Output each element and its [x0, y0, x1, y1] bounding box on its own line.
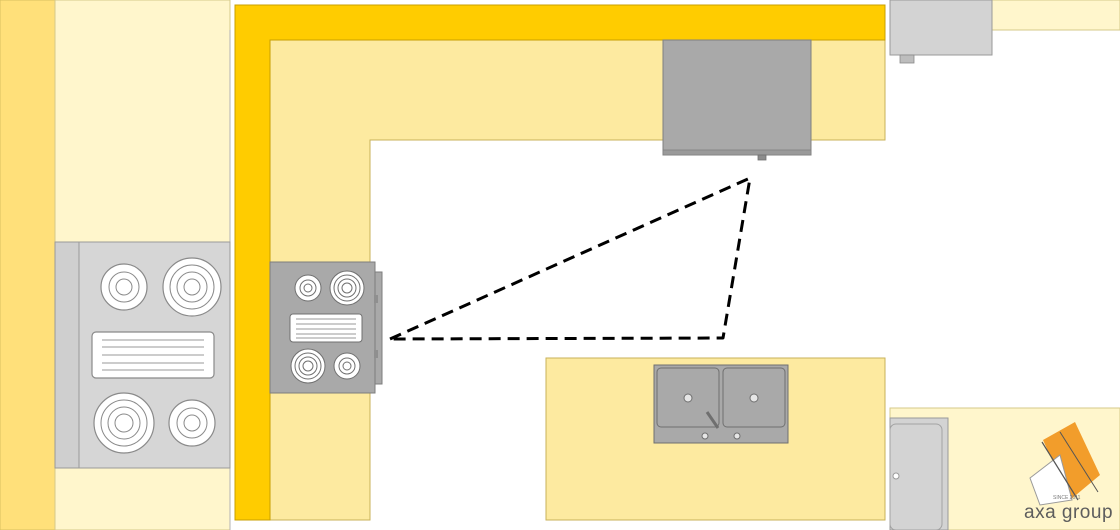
left-range	[54, 241, 231, 469]
burner	[294, 274, 322, 302]
burner	[93, 392, 155, 454]
logo-since: SINCE 2011	[1053, 495, 1081, 501]
main-range	[269, 261, 383, 394]
burner	[329, 270, 365, 306]
range-knob-bar	[374, 271, 383, 385]
fridge-door-edge	[662, 149, 812, 156]
burner	[290, 348, 326, 384]
faucet-icon	[705, 411, 720, 429]
left-wall-strip	[0, 0, 56, 530]
sink-island	[545, 357, 886, 521]
range-edge	[54, 241, 80, 469]
right-top-appliance	[889, 0, 993, 56]
logo-mark-icon	[1029, 422, 1100, 506]
fridge-handle	[757, 154, 767, 161]
griddle	[289, 313, 363, 343]
refrigerator	[662, 39, 812, 161]
work-triangle	[388, 176, 752, 341]
drain	[749, 393, 759, 403]
fridge-icon	[662, 39, 812, 156]
back-wall	[234, 4, 886, 521]
burner	[162, 257, 222, 317]
right-top-appliance-handle	[899, 54, 915, 64]
drain	[683, 393, 693, 403]
logo-wordmark: axa group	[1024, 502, 1114, 523]
burner	[100, 263, 148, 311]
burner	[333, 352, 361, 380]
burner	[168, 399, 216, 447]
